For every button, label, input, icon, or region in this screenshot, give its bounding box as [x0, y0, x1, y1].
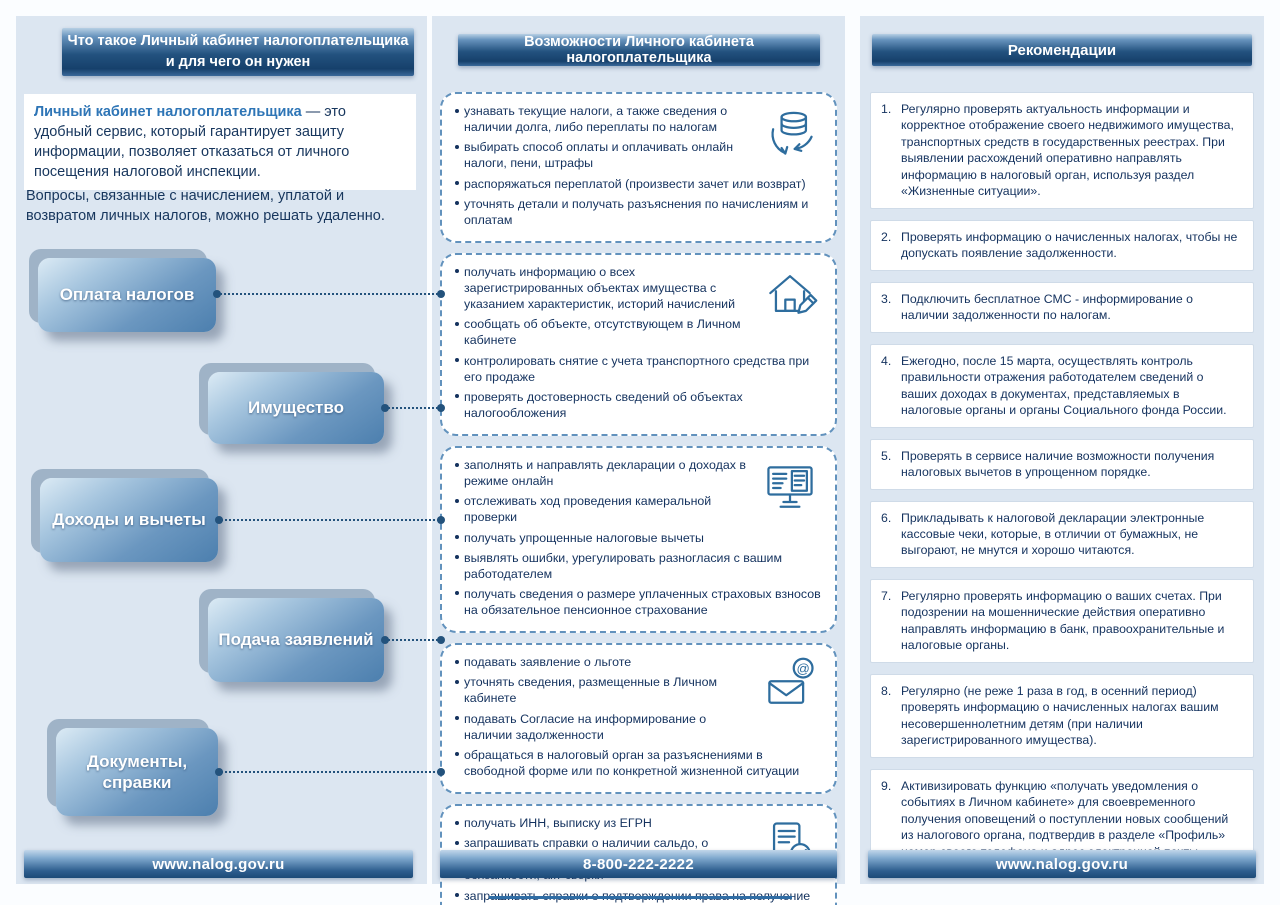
house-pencil-icon	[756, 264, 824, 326]
right-column: Рекомендации 1. Регулярно проверять акту…	[860, 16, 1264, 884]
feature-item: подавать заявление о льготе	[453, 654, 824, 670]
feature-item: уточнять сведения, размещенные в Личном …	[453, 674, 824, 706]
feature-item: контролировать снятие с учета транспортн…	[453, 353, 824, 385]
nav-block-documents[interactable]: Документы, справки	[56, 728, 218, 816]
features-box-property: получать информацию о всех зарегистриров…	[440, 252, 837, 436]
feature-item: уточнять детали и получать разъяснения п…	[453, 196, 824, 228]
recommendation-number: 8.	[881, 683, 892, 698]
connector-income-deductions	[215, 516, 445, 524]
recommendation-number: 4.	[881, 353, 892, 368]
footer-phone: 8-800-222-2222	[440, 850, 837, 878]
left-header: Что такое Личный кабинет налогоплательщи…	[62, 28, 414, 76]
recommendation-item: 5. Проверять в сервисе наличие возможнос…	[870, 438, 1254, 490]
feature-item: проверять достоверность сведений об объе…	[453, 389, 824, 421]
recommendation-number: 5.	[881, 448, 892, 463]
monitor-declaration-icon	[756, 457, 824, 519]
nav-block-income-deductions[interactable]: Доходы и вычеты	[40, 478, 218, 562]
middle-column: Возможности Личного кабинета налогоплате…	[432, 16, 845, 905]
bottom-decor-line	[489, 896, 792, 899]
feature-item: выявлять ошибки, урегулировать разноглас…	[453, 550, 824, 582]
recommendation-text: Подключить бесплатное СМС - информирован…	[901, 291, 1194, 323]
feature-item: обращаться в налоговый орган за разъясне…	[453, 747, 824, 779]
recommendation-item: 3. Подключить бесплатное СМС - информиро…	[870, 281, 1254, 333]
recommendation-text: Регулярно (не реже 1 раза в год, в осенн…	[901, 683, 1219, 748]
feature-item: получать ИНН, выписку из ЕГРН	[453, 815, 824, 831]
envelope-at-icon: @	[756, 654, 824, 716]
recommendation-text: Ежегодно, после 15 марта, осуществлять к…	[901, 353, 1227, 418]
recommendations-list: 1. Регулярно проверять актуальность инфо…	[870, 92, 1254, 869]
feature-item: заполнять и направлять декларации о дохо…	[453, 457, 824, 489]
connector-tax-payment	[213, 290, 445, 298]
nav-block-applications[interactable]: Подача заявлений	[208, 598, 384, 682]
recommendation-number: 3.	[881, 291, 892, 306]
recommendation-item: 4. Ежегодно, после 15 марта, осуществлят…	[870, 343, 1254, 428]
intro-lead: Личный кабинет налогоплательщика	[34, 104, 302, 120]
feature-item: получать сведения о размере уплаченных с…	[453, 586, 824, 618]
feature-item: распоряжаться переплатой (произвести зач…	[453, 176, 824, 192]
feature-item: получать информацию о всех зарегистриров…	[453, 264, 824, 312]
recommendation-text: Прикладывать к налоговой декларации элек…	[901, 510, 1205, 558]
recommendation-text: Регулярно проверять актуальность информа…	[901, 102, 1234, 199]
recommendation-number: 1.	[881, 102, 892, 116]
feature-item: узнавать текущие налоги, а также сведени…	[453, 103, 824, 135]
features-box-payments: узнавать текущие налоги, а также сведени…	[440, 92, 837, 243]
feature-items: узнавать текущие налоги, а также сведени…	[453, 103, 824, 228]
recommendation-item: 8. Регулярно (не реже 1 раза в год, в ос…	[870, 673, 1254, 758]
right-header: Рекомендации	[872, 34, 1252, 66]
recommendation-text: Активизировать функцию «получать уведомл…	[901, 778, 1229, 859]
recommendation-item: 6. Прикладывать к налоговой декларации э…	[870, 500, 1254, 568]
nav-block-tax-payment[interactable]: Оплата налогов	[38, 258, 216, 332]
coins-refund-icon	[756, 103, 824, 165]
intro-paragraph: Личный кабинет налогоплательщика — это у…	[34, 102, 406, 182]
left-column: Что такое Личный кабинет налогоплательщи…	[16, 16, 427, 884]
recommendation-text: Проверять в сервисе наличие возможности …	[901, 448, 1215, 480]
recommendation-number: 9.	[881, 778, 892, 793]
feature-item: отслеживать ход проведения камеральной п…	[453, 493, 824, 525]
feature-items: получать информацию о всех зарегистриров…	[453, 264, 824, 421]
left-header-line1: Что такое Личный кабинет налогоплательщи…	[67, 32, 409, 49]
features-box-declarations: заполнять и направлять декларации о дохо…	[440, 446, 837, 634]
recommendation-text: Регулярно проверять информацию о ваших с…	[901, 588, 1225, 653]
recommendation-number: 7.	[881, 588, 892, 603]
features-box-applications: @ подавать заявление о льготе уточнять св…	[440, 643, 837, 794]
connector-property	[381, 404, 445, 412]
feature-item: подавать Согласие на информирование о на…	[453, 711, 824, 743]
left-header-line2: и для чего он нужен	[165, 54, 311, 70]
intro-rest: — это удобный сервис, который гарантируе…	[34, 104, 350, 180]
svg-text:@: @	[796, 661, 809, 676]
intro-panel: Личный кабинет налогоплательщика — это у…	[24, 94, 416, 190]
feature-items: заполнять и направлять декларации о дохо…	[453, 457, 824, 618]
middle-header: Возможности Личного кабинета налогоплате…	[458, 34, 820, 66]
feature-item: получать упрощенные налоговые вычеты	[453, 530, 824, 546]
recommendation-item: 7. Регулярно проверять информацию о ваши…	[870, 578, 1254, 663]
recommendation-item: 1. Регулярно проверять актуальность инфо…	[870, 92, 1254, 209]
footer-url-left: www.nalog.gov.ru	[24, 850, 413, 878]
connector-documents	[215, 768, 445, 776]
recommendation-number: 6.	[881, 510, 892, 525]
feature-item: выбирать способ оплаты и оплачивать онла…	[453, 139, 824, 171]
nav-block-property[interactable]: Имущество	[208, 372, 384, 444]
features-list: узнавать текущие налоги, а также сведени…	[440, 92, 837, 905]
intro-paragraph-2: Вопросы, связанные с начислением, уплато…	[26, 188, 385, 224]
footer-url-right: www.nalog.gov.ru	[868, 850, 1256, 878]
recommendation-item: 2. Проверять информацию о начисленных на…	[870, 219, 1254, 271]
recommendation-number: 2.	[881, 229, 892, 244]
recommendation-text: Проверять информацию о начисленных налог…	[901, 229, 1238, 261]
feature-item: сообщать об объекте, отсутствующем в Лич…	[453, 316, 824, 348]
feature-items: подавать заявление о льготе уточнять свед…	[453, 654, 824, 779]
connector-applications	[381, 636, 445, 644]
